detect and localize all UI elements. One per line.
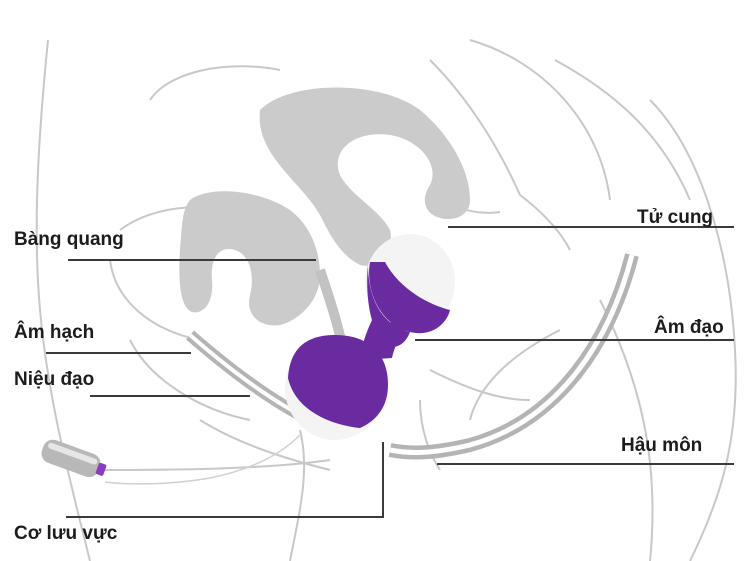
leader-uterus <box>448 226 734 228</box>
label-urethra: Niệu đạo <box>14 369 95 390</box>
label-clitoris: Âm hạch <box>14 322 95 343</box>
leader-pelvic-floor-vert <box>382 442 384 518</box>
leader-urethra <box>90 395 250 397</box>
kegel-ball-remote-icon <box>41 439 107 478</box>
label-uterus: Tử cung <box>637 207 714 228</box>
leader-bladder <box>68 259 316 261</box>
lower-ball <box>285 335 388 440</box>
label-anus: Hậu môn <box>621 435 703 456</box>
leader-anus <box>437 463 734 465</box>
label-bladder: Bàng quang <box>14 229 124 250</box>
label-vagina: Âm đạo <box>654 317 724 338</box>
label-pelvic-floor: Cơ lưu vực <box>14 523 118 544</box>
uterus-shape <box>259 87 470 266</box>
leader-vagina <box>415 339 734 341</box>
bladder-shape <box>179 191 320 326</box>
leader-clitoris <box>46 352 191 354</box>
body-outline <box>35 39 737 561</box>
remote-string <box>104 434 301 485</box>
leader-pelvic-floor <box>66 516 384 518</box>
